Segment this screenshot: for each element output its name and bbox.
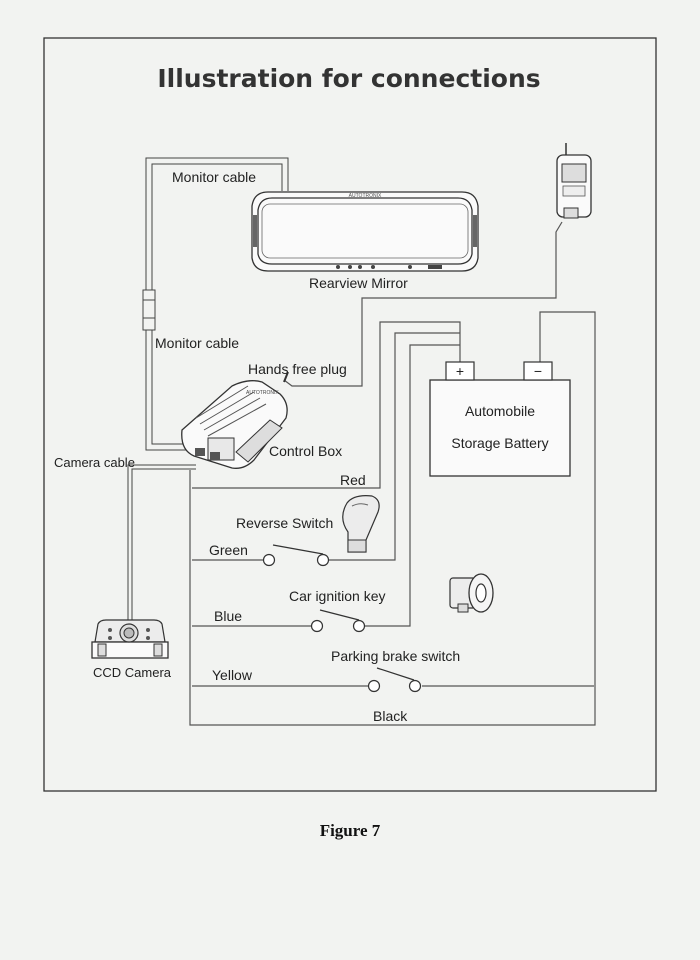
battery-icon: + − — [429, 361, 571, 477]
red-wire — [192, 321, 461, 489]
rearview-mirror-label: Rearview Mirror — [309, 275, 408, 291]
camera-cable-label: Camera cable — [54, 455, 135, 470]
rearview-mirror-icon: AUTOTRONIX — [251, 191, 479, 272]
red-wire-label: Red — [340, 472, 366, 488]
reverse-switch — [262, 544, 330, 567]
parking-brake-switch — [367, 667, 422, 693]
black-wire-label: Black — [373, 708, 408, 724]
blue-wire — [192, 344, 460, 627]
control-box-label: Control Box — [269, 443, 342, 459]
car-ignition-key-label: Car ignition key — [289, 588, 386, 604]
monitor-cable — [142, 157, 289, 451]
mobile-phone-icon — [556, 143, 592, 219]
battery-label-line2: Storage Battery — [451, 435, 548, 451]
svg-text:AUTOTRONIX: AUTOTRONIX — [246, 390, 279, 396]
ignition-key-icon — [449, 573, 494, 613]
hands-free-cable — [283, 221, 563, 387]
svg-text:AUTOTRONIX: AUTOTRONIX — [349, 193, 382, 199]
battery-label-line1: Automobile — [465, 403, 535, 419]
svg-text:+: + — [456, 363, 464, 379]
yellow-wire-label: Yellow — [212, 667, 253, 683]
ignition-switch — [310, 609, 366, 633]
gear-shift-icon — [342, 495, 380, 553]
hands-free-plug-label: Hands free plug — [248, 361, 347, 377]
parking-brake-switch-label: Parking brake switch — [331, 648, 460, 664]
camera-cable — [127, 464, 196, 622]
monitor-cable-mid-label: Monitor cable — [155, 335, 239, 351]
ccd-camera-icon — [91, 619, 169, 659]
svg-text:−: − — [534, 363, 542, 379]
reverse-switch-label: Reverse Switch — [236, 515, 333, 531]
ccd-camera-label: CCD Camera — [93, 665, 172, 680]
figure-caption: Figure 7 — [320, 821, 381, 840]
diagram-title: Illustration for connections — [157, 64, 540, 93]
green-wire-label: Green — [209, 542, 248, 558]
diagram-frame — [43, 37, 657, 792]
monitor-cable-top-label: Monitor cable — [172, 169, 256, 185]
green-wire — [192, 332, 460, 561]
control-box-icon: AUTOTRONIX — [181, 371, 289, 469]
black-wire — [189, 311, 596, 726]
blue-wire-label: Blue — [214, 608, 242, 624]
